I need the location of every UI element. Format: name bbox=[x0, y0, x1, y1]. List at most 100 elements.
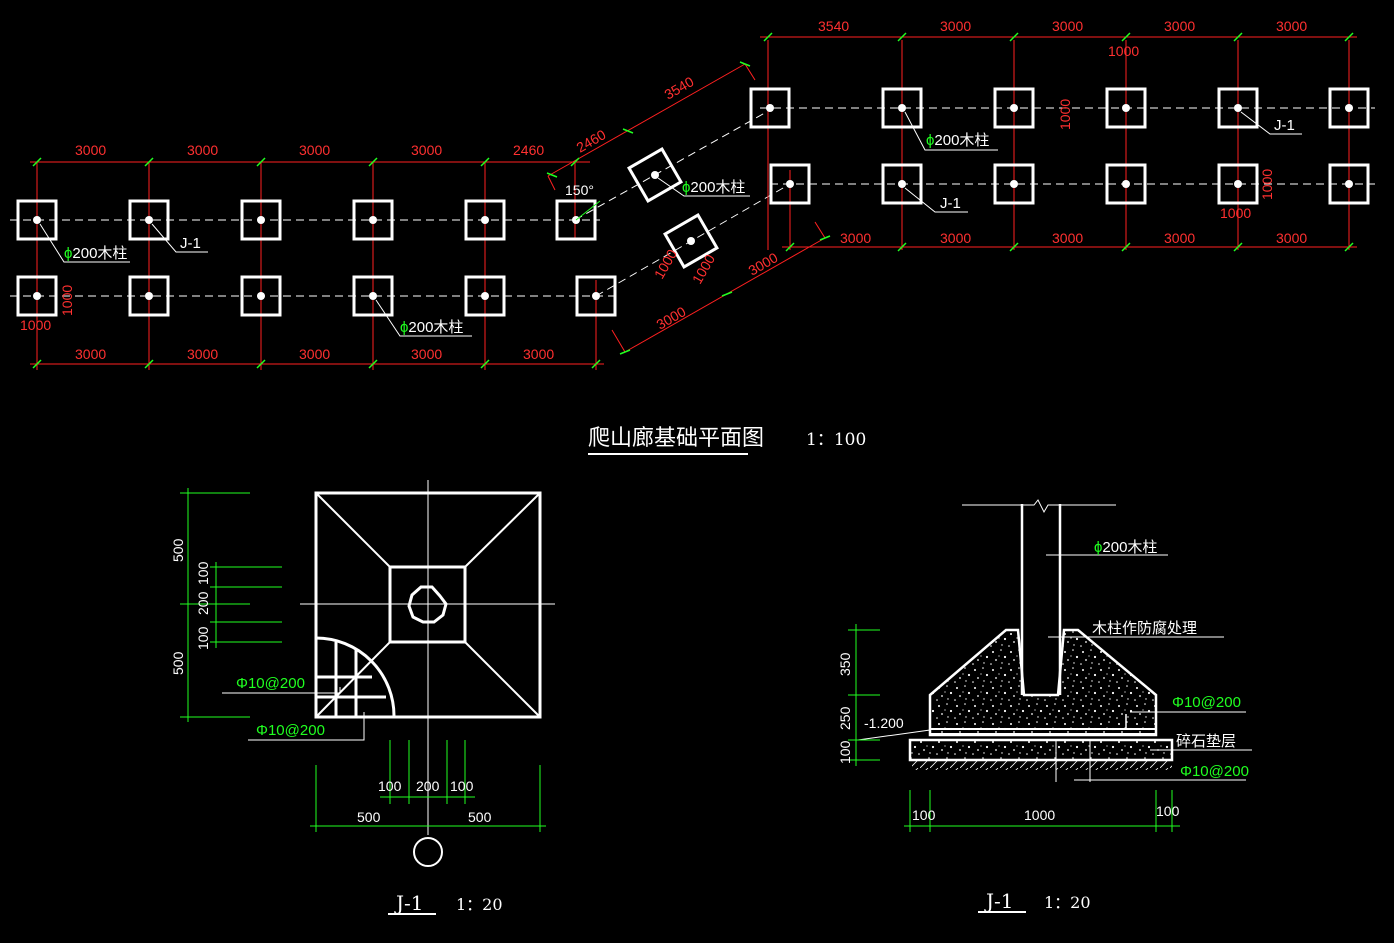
column-callout: ϕ200木柱 bbox=[64, 245, 127, 262]
dim-right-top: 3000 bbox=[1276, 18, 1307, 34]
dim-left-top: 3000 bbox=[75, 142, 106, 158]
dim-diag-bottom: 3000 bbox=[746, 249, 781, 279]
dim-right-bottom: 3000 bbox=[1164, 230, 1195, 246]
dim-right-top: 3000 bbox=[1052, 18, 1083, 34]
dim-small: 1000 bbox=[689, 251, 719, 286]
gravel-bed-label: 碎石垫层 bbox=[1176, 733, 1236, 750]
dim-vertical: 250 bbox=[837, 706, 853, 730]
detail-plan-title: J-1 bbox=[394, 891, 424, 915]
footing bbox=[769, 163, 811, 205]
footing bbox=[464, 199, 506, 241]
detail-section bbox=[857, 499, 1252, 782]
detail-section-title: J-1 bbox=[984, 889, 1014, 913]
footing bbox=[1217, 163, 1259, 205]
dim-diag-top: 3540 bbox=[662, 73, 697, 103]
footing bbox=[352, 275, 394, 317]
angle-label: 150° bbox=[565, 182, 594, 198]
footing bbox=[128, 275, 170, 317]
footing bbox=[464, 275, 506, 317]
footing bbox=[993, 163, 1035, 205]
plan-leaders bbox=[39, 111, 1302, 337]
plan-dimension-text: 3000 3000 3000 3000 2460 3000 3000 3000 … bbox=[20, 18, 1307, 362]
plan-title-block: 爬山廊基础平面图 1：100 bbox=[588, 426, 866, 455]
dim-diag-bottom: 3000 bbox=[654, 303, 689, 333]
footing-tag: J-1 bbox=[180, 235, 201, 252]
dim-right-bottom: 3000 bbox=[1276, 230, 1307, 246]
footing bbox=[881, 87, 923, 129]
dim-right-top: 3000 bbox=[940, 18, 971, 34]
rebar-label: Φ10@200 bbox=[1180, 763, 1249, 780]
dim-left-top: 3000 bbox=[299, 142, 330, 158]
dim-left-bottom: 3000 bbox=[411, 346, 442, 362]
rebar-label: Φ10@200 bbox=[256, 722, 325, 739]
dim-small: 1000 bbox=[20, 317, 51, 333]
detail-plan-text: 500 100 200 100 500 Φ10@200 Φ10@200 100 … bbox=[170, 538, 503, 915]
dim-left-bottom: 3000 bbox=[75, 346, 106, 362]
footing bbox=[881, 163, 923, 205]
footing bbox=[1105, 163, 1147, 205]
dim-vertical: 100 bbox=[837, 740, 853, 764]
dim-left-bottom: 3000 bbox=[299, 346, 330, 362]
dim-left-top: 2460 bbox=[513, 142, 544, 158]
footing-rotated bbox=[626, 146, 684, 204]
detail-section-scale: 1：20 bbox=[1044, 893, 1091, 912]
plan-footings bbox=[16, 87, 1370, 317]
dim-vertical: 100 bbox=[195, 626, 211, 650]
footing bbox=[240, 199, 282, 241]
dim-small: 1000 bbox=[59, 285, 75, 316]
dim-vertical: 200 bbox=[195, 591, 211, 615]
dim-left-bottom: 3000 bbox=[187, 346, 218, 362]
dim-bottom-small: 100 bbox=[378, 778, 402, 794]
footing bbox=[128, 199, 170, 241]
dim-vertical: 500 bbox=[170, 651, 186, 675]
treatment-note: 木柱作防腐处理 bbox=[1092, 619, 1197, 637]
plan-title: 爬山廊基础平面图 bbox=[588, 426, 764, 451]
dim-right-bottom: 3000 bbox=[840, 230, 871, 246]
footing bbox=[1328, 163, 1370, 205]
detail-section-dims bbox=[848, 624, 1180, 832]
footing-tag: J-1 bbox=[1274, 117, 1295, 134]
rebar-label: Φ10@200 bbox=[236, 675, 305, 692]
footing bbox=[240, 275, 282, 317]
dim-bottom: 100 bbox=[1156, 803, 1180, 819]
plan-columns bbox=[33, 104, 1353, 300]
footing bbox=[555, 199, 597, 241]
dim-bottom: 1000 bbox=[1024, 807, 1055, 823]
dim-vertical: 350 bbox=[837, 652, 853, 676]
footing bbox=[575, 275, 617, 317]
dim-right-bottom: 3000 bbox=[940, 230, 971, 246]
dim-right-bottom: 3000 bbox=[1052, 230, 1083, 246]
column-callout: ϕ200木柱 bbox=[682, 179, 745, 196]
dim-small: 1000 bbox=[1057, 99, 1073, 130]
detail-plan-dims bbox=[180, 488, 546, 832]
dim-bottom-small: 100 bbox=[450, 778, 474, 794]
dim-right-top: 3000 bbox=[1164, 18, 1195, 34]
plan-scale: 1：100 bbox=[806, 430, 866, 450]
column-callout: ϕ200木柱 bbox=[926, 132, 989, 149]
column-callout: ϕ200木柱 bbox=[1094, 539, 1157, 556]
footing bbox=[1105, 87, 1147, 129]
footing bbox=[352, 199, 394, 241]
dim-small: 1000 bbox=[1220, 205, 1251, 221]
dim-bottom-large: 500 bbox=[357, 809, 381, 825]
dim-left-top: 3000 bbox=[187, 142, 218, 158]
column-callout: ϕ200木柱 bbox=[400, 319, 463, 336]
dim-left-top: 3000 bbox=[411, 142, 442, 158]
footing-tag: J-1 bbox=[940, 195, 961, 212]
rebar-label: Φ10@200 bbox=[1172, 694, 1241, 711]
detail-section-text: 350 250 100 -1.200 ϕ200木柱 木柱作防腐处理 Φ10@20… bbox=[837, 539, 1249, 913]
footing-rotated bbox=[662, 212, 720, 270]
detail-plan-scale: 1：20 bbox=[456, 895, 503, 914]
dim-left-bottom: 3000 bbox=[523, 346, 554, 362]
footing bbox=[1217, 87, 1259, 129]
dim-bottom-small: 200 bbox=[416, 778, 440, 794]
dim-vertical: 500 bbox=[170, 538, 186, 562]
dim-bottom: 100 bbox=[912, 807, 936, 823]
plan-dim-ticks bbox=[32, 32, 1354, 369]
dim-right-top: 3540 bbox=[818, 18, 849, 34]
dim-small: 1000 bbox=[1108, 43, 1139, 59]
dim-small: 1000 bbox=[1259, 169, 1275, 200]
footing bbox=[16, 199, 58, 241]
footing bbox=[16, 275, 58, 317]
